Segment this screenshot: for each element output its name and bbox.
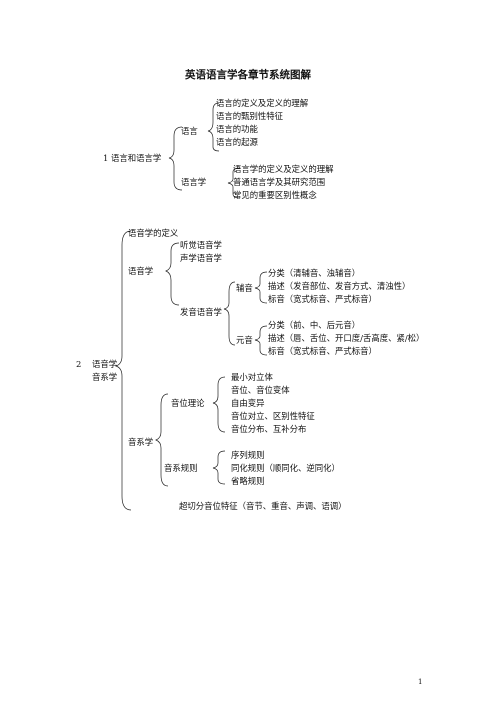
yuyanxue-item: 语言学的定义及定义的理解 (233, 164, 334, 174)
brace-vowel (254, 325, 268, 356)
consonant-item: 标音（宽式标音、严式标音） (268, 294, 377, 304)
brace-articulatory (223, 281, 236, 346)
yuyan-label: 语言 (181, 126, 198, 136)
yuyanxue-label: 语言学 (181, 177, 207, 187)
phonetics-label: 语音学 (128, 266, 154, 276)
phoneme-theory-item: 最小对立体 (231, 372, 273, 382)
yuyan-item: 语言的起源 (216, 137, 258, 147)
yuyanxue-item: 常见的重要区别性概念 (233, 190, 317, 200)
phoneme-theory-item: 音位、音位变体 (231, 385, 290, 395)
phoneme-theory-item: 音位对立、区别性特征 (231, 411, 315, 421)
phonetics-item: 声学语音学 (180, 253, 222, 263)
rules-item: 序列规则 (231, 450, 265, 460)
vowel-item: 标音（宽式标音、严式标音） (268, 346, 377, 356)
rules-item: 省略规则 (231, 476, 265, 486)
consonant-item: 分类（清辅音、浊辅音） (268, 268, 361, 278)
articulatory-label: 发音语音学 (180, 307, 222, 317)
section2-label-line1: 语音学 (92, 359, 118, 369)
phonetics-item: 听觉语音学 (180, 240, 222, 250)
phoneme-theory-item: 音位分布、互补分布 (231, 424, 307, 434)
page-number: 1 (418, 678, 423, 686)
vowel-item: 分类（前、中、后元音） (268, 320, 361, 330)
section1-label: 1 语言和语言学 (103, 153, 162, 163)
brace-section2 (114, 230, 132, 511)
yuyan-item: 语言的甄别性特征 (216, 111, 283, 121)
rules-item: 同化规则（顺同化、逆同化） (231, 463, 340, 473)
brace-rules (212, 450, 226, 485)
phoneme-theory-label: 音位理论 (171, 398, 205, 408)
brace-yuyanxue (227, 167, 241, 199)
suprasegmental-item: 超切分音位特征（音节、重音、声调、语调） (179, 501, 347, 511)
yuyan-item: 语言的定义及定义的理解 (216, 98, 309, 108)
phonetics-definition: 语音学的定义 (128, 228, 179, 238)
section2-number: 2 (76, 359, 82, 369)
brace-consonant (254, 271, 268, 304)
phoneme-theory-item: 自由变异 (231, 398, 265, 408)
page-title: 英语语言学各章节系统图解 (185, 69, 311, 81)
vowel-item: 描述（唇、舌位、开口度/舌高度、紧/松） (268, 333, 425, 343)
vowel-label: 元音 (236, 335, 253, 345)
yuyan-item: 语言的功能 (216, 124, 258, 134)
brace-phoneme-theory (212, 376, 226, 433)
consonant-item: 描述（发音部位、发音方式、清浊性） (268, 281, 411, 291)
brace-phonetics (165, 242, 180, 306)
brace-yuyan (207, 102, 220, 152)
brace-section1 (168, 126, 183, 191)
consonant-label: 辅音 (236, 283, 253, 293)
yuyanxue-item: 普通语言学及其研究范围 (233, 177, 326, 187)
brace-phonology (155, 393, 169, 487)
phonology-label: 音系学 (128, 437, 154, 447)
section2-label-line2: 音系学 (92, 372, 118, 382)
rules-label: 音系规则 (164, 463, 198, 473)
